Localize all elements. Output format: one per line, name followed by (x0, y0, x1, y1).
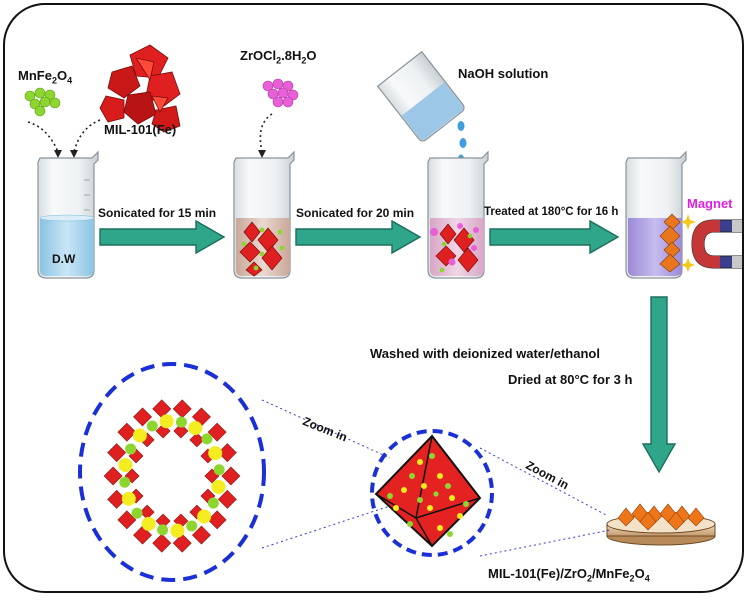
zrocl2-particles-icon (262, 78, 299, 108)
zro2-particle-icon (208, 446, 223, 461)
zoom-circle-middle (370, 429, 494, 557)
zro2-particle-icon (188, 421, 203, 436)
mof-cluster-icon (172, 533, 192, 553)
mof-cluster-icon (117, 510, 137, 530)
mnfe2o4-particle-icon (175, 416, 187, 428)
label-mnfe2o4: MnFe2O4 (18, 68, 73, 86)
zro2-particle-icon (197, 509, 212, 524)
mof-pore-ring (103, 399, 241, 553)
mnfe2o4-particle-icon (125, 443, 137, 455)
mof-cluster-icon (133, 407, 152, 427)
zro2-particle-icon (132, 428, 147, 443)
zoom-guide-lines (261, 399, 611, 557)
diagram-frame (3, 3, 744, 593)
mof-cluster-icon (192, 525, 211, 545)
mnfe2o4-particle-icon (201, 433, 213, 445)
mof-cluster-icon (107, 443, 127, 463)
mof-octahedron-icon (374, 434, 482, 548)
process-arrow-1 (99, 219, 226, 255)
arrow-head-icon (54, 150, 62, 158)
beaker-mixture-1 (233, 150, 295, 279)
zro2-particle-icon (211, 479, 226, 494)
arrow-head-icon (70, 150, 78, 158)
label-product: MIL-101(Fe)/ZrO2/MnFe2O4 (488, 566, 650, 584)
label-wash: Washed with deionized water/ethanol (370, 346, 600, 361)
label-step1: Sonicated for 15 min (98, 206, 217, 220)
zoom-circle-large (78, 362, 266, 582)
label-naoh: NaOH solution (458, 66, 549, 81)
mnfe2o4-particle-icon (186, 520, 198, 532)
label-zrocl2: ZrOCl2.8H2O (240, 48, 317, 66)
label-dry: Dried at 80°C for 3 h (508, 372, 633, 387)
mof-cluster-icon (173, 423, 189, 439)
naoh-pouring-beaker-icon (376, 50, 467, 164)
mof-cluster-icon (207, 422, 227, 442)
mof-cluster-icon (207, 510, 227, 530)
zro2-particle-icon (118, 458, 133, 473)
addition-arrows-1 (27, 119, 101, 153)
mof-cluster-icon (189, 432, 205, 448)
process-arrow-4 (641, 296, 677, 474)
addition-arrow-2 (259, 113, 273, 153)
label-dw: D.W (52, 252, 76, 266)
product-disk (606, 503, 716, 546)
arrow-head-icon (258, 150, 266, 158)
mof-cluster-icon (172, 399, 192, 419)
mnfe2o4-particle-icon (157, 524, 169, 536)
mnfe2o4-particle-icon (146, 420, 158, 432)
label-step3: Treated at 180°C for 16 h (484, 206, 619, 218)
zro2-particle-icon (141, 516, 156, 531)
beaker-magnetic-separation (625, 150, 687, 279)
zro2-particle-icon (159, 414, 174, 429)
mnfe2o4-particle-icon (119, 476, 131, 488)
process-arrow-3 (489, 219, 620, 255)
beaker-mixture-2 (427, 150, 489, 279)
mil101-crystal-icon (99, 44, 181, 133)
mof-cluster-icon (217, 489, 237, 509)
zro2-particle-icon (170, 523, 185, 538)
mnfe2o4-particle-icon (213, 464, 225, 476)
label-mil101: MIL-101(Fe) (104, 122, 177, 137)
label-step2: Sonicated for 20 min (296, 206, 415, 220)
mof-cluster-icon (117, 422, 137, 442)
process-arrow-2 (295, 219, 422, 255)
mnfe2o4-particles-icon (24, 87, 61, 117)
label-magnet: Magnet (687, 196, 733, 211)
mof-cluster-icon (103, 466, 123, 486)
zro2-particle-icon (121, 491, 136, 506)
mof-cluster-icon (221, 466, 241, 486)
beaker-water (37, 150, 99, 279)
mnfe2o4-particle-icon (207, 497, 219, 509)
mof-cluster-icon (152, 533, 172, 553)
sparkle-icon (680, 214, 696, 272)
mof-cluster-icon (217, 443, 237, 463)
mnfe2o4-particle-icon (131, 507, 143, 519)
magnet-icon (691, 219, 743, 269)
